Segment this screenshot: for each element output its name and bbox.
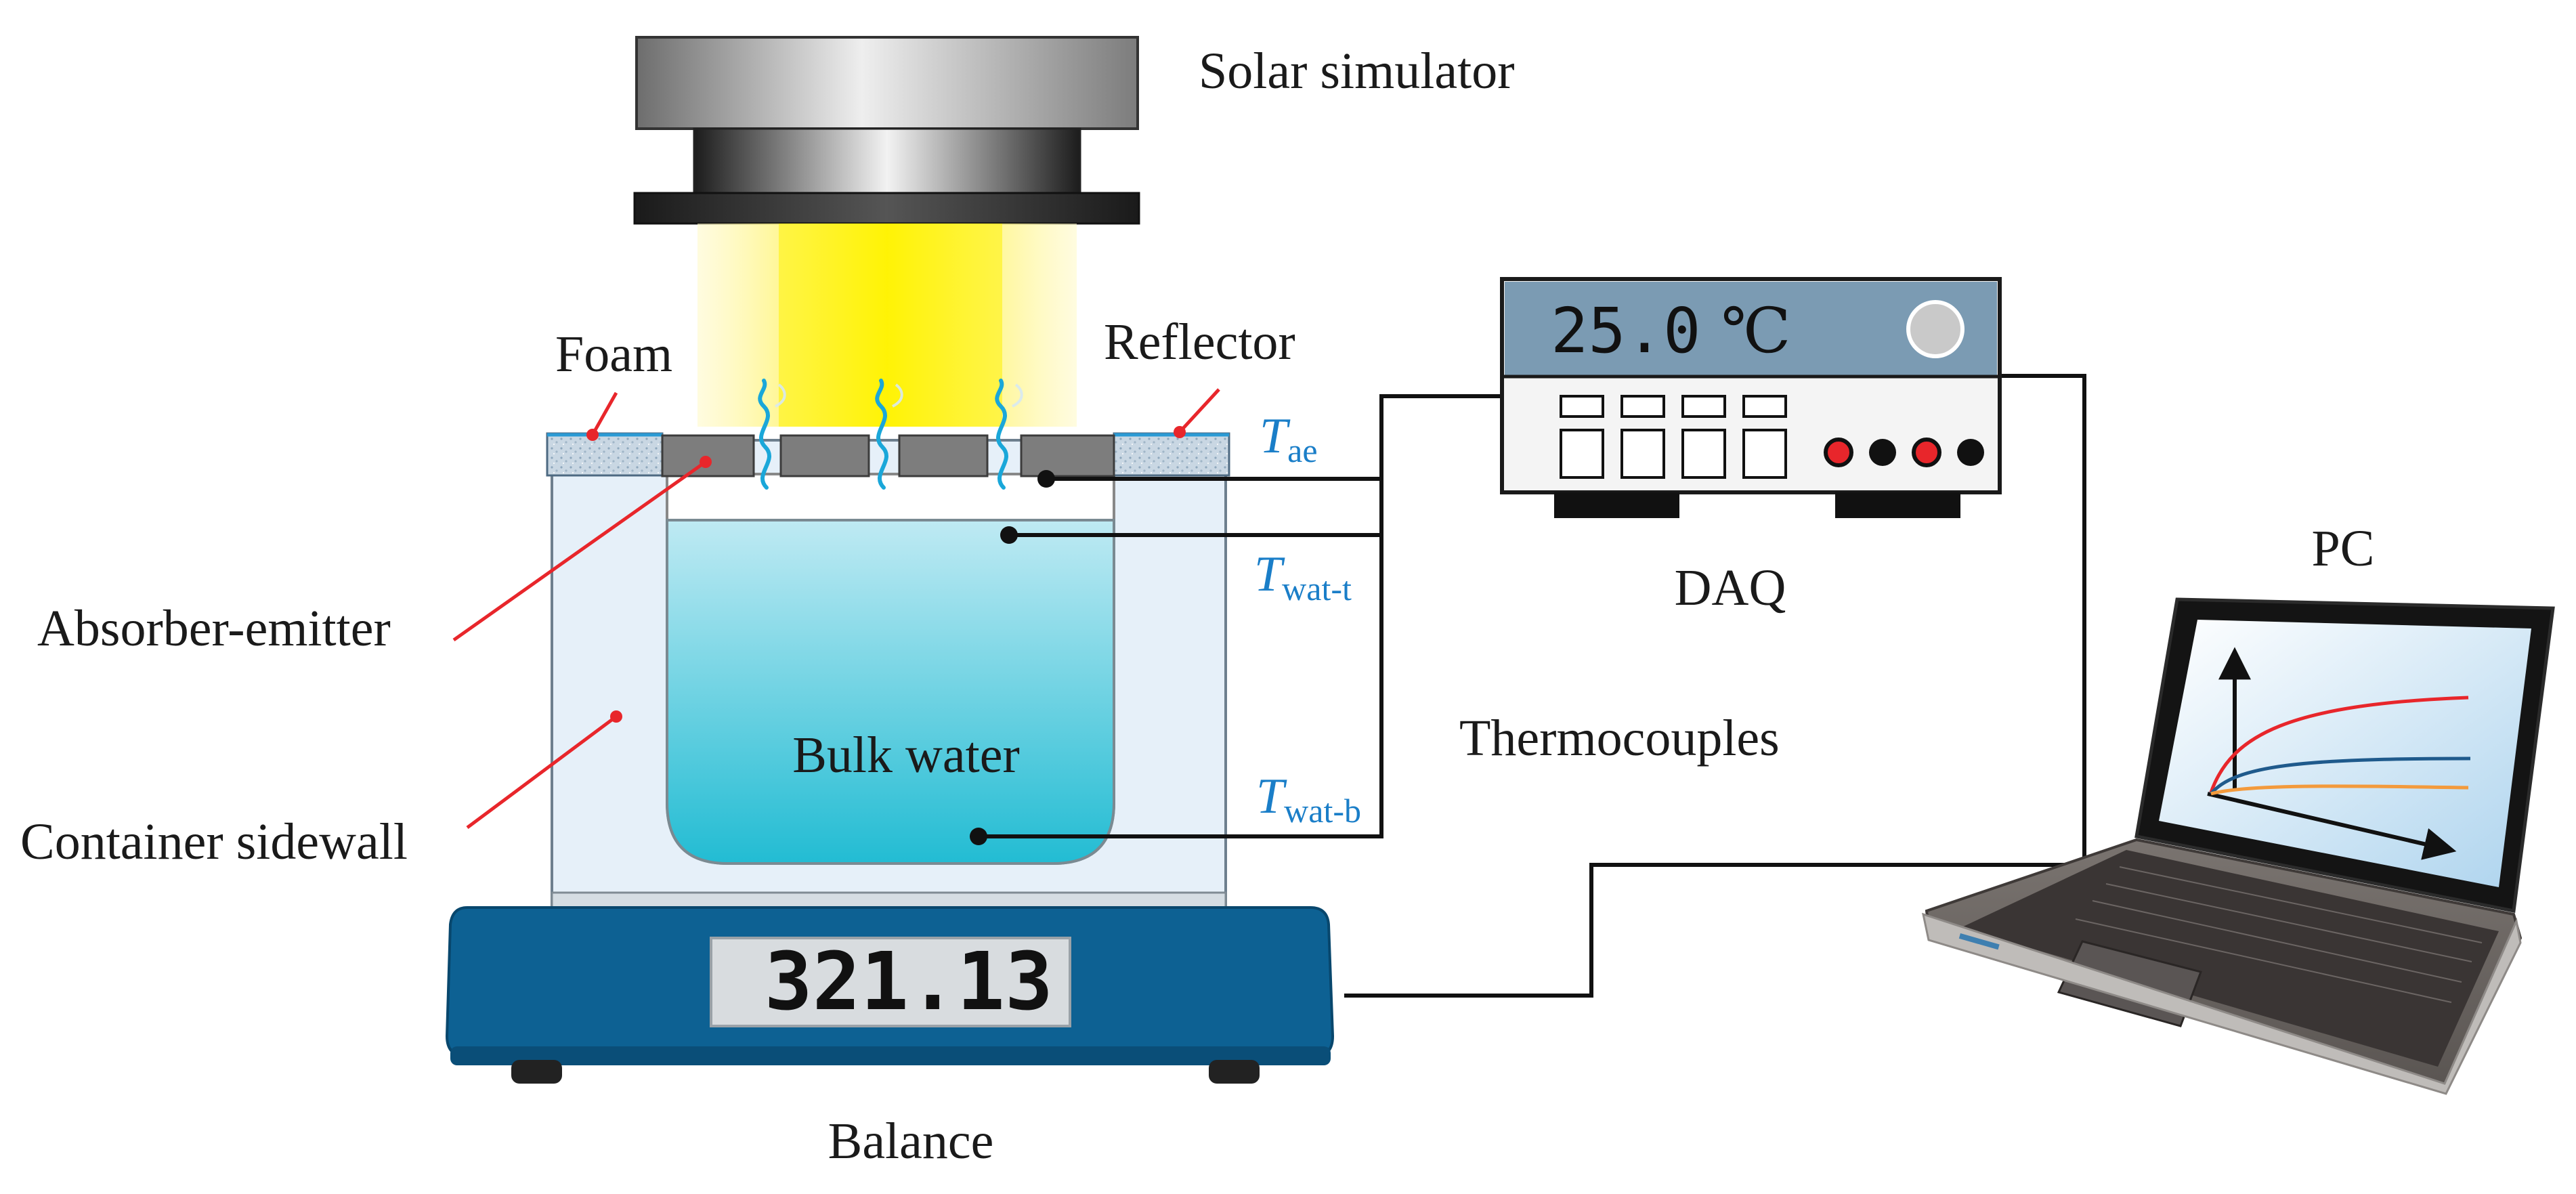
thermocouple-wires [979, 374, 2092, 998]
balance-reading: 321.13 [765, 935, 1053, 1028]
sensor-dot-ae [1037, 470, 1055, 488]
light-beam [697, 223, 1077, 427]
vapor-shadow [775, 383, 1023, 408]
foam [546, 432, 1230, 477]
reflector-marker [1174, 426, 1186, 438]
absorber-emitter [661, 434, 1115, 477]
sensor-label-t-wat-t: Twat-t [1254, 547, 1352, 607]
absorber-marker [700, 456, 712, 468]
sidewall-marker [610, 710, 622, 723]
label-thermocouples: Thermocouples [1459, 710, 1780, 767]
label-reflector: Reflector [1104, 314, 1295, 370]
container [551, 439, 1227, 909]
balance [445, 891, 1335, 1084]
balance-display [710, 937, 1071, 1027]
sensor-label-t-wat-b: Twat-b [1256, 769, 1361, 830]
keyboard [2075, 866, 2483, 1003]
leader-lines [452, 388, 1220, 830]
solar-simulator [633, 36, 1140, 225]
laptop-pc [1921, 597, 2555, 1095]
sensor-dot-wat-t [1000, 526, 1018, 544]
label-container-sidewall: Container sidewall [20, 813, 408, 870]
label-solar-simulator: Solar simulator [1199, 43, 1515, 100]
vapor-icon [758, 379, 1008, 490]
foam-marker [586, 429, 599, 441]
sensor-label-t-ae: Tae [1260, 408, 1318, 469]
label-balance: Balance [828, 1113, 994, 1170]
label-daq: DAQ [1675, 559, 1786, 616]
label-absorber-emitter: Absorber-emitter [37, 600, 391, 657]
knob-icon [1906, 300, 1965, 358]
label-pc: PC [2312, 520, 2375, 577]
label-foam: Foam [555, 326, 672, 383]
daq-reading: 25.0℃ [1551, 295, 1790, 367]
label-bulk-water: Bulk water [792, 727, 1020, 784]
bulk-water [666, 519, 1115, 865]
sensor-dot-wat-b [970, 828, 987, 845]
daq-device [1500, 277, 2002, 518]
